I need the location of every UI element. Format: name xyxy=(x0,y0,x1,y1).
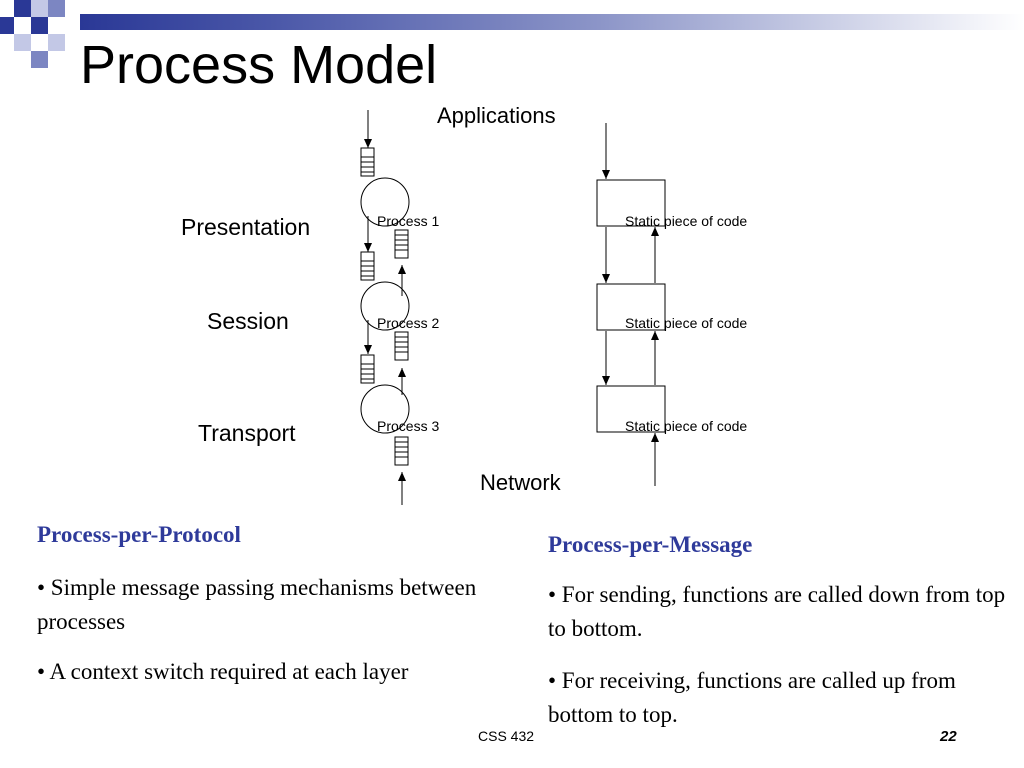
left-bullet: • Simple message passing mechanisms betw… xyxy=(37,575,477,634)
process-label: Process 2 xyxy=(377,315,440,331)
code-box xyxy=(596,179,666,227)
code-label: Static piece of code xyxy=(625,418,748,434)
page-number: 22 xyxy=(940,728,957,745)
code-box xyxy=(596,283,666,331)
process-label: Process 1 xyxy=(377,213,440,229)
queue-icon xyxy=(394,436,409,466)
right-heading: Process-per-Message xyxy=(548,532,753,557)
queue-icon xyxy=(360,147,375,177)
code-box xyxy=(596,385,666,433)
right-bullet: • For receiving, functions are called up… xyxy=(548,668,956,727)
process-circle xyxy=(360,384,410,434)
layer-label-presentation: Presentation xyxy=(181,214,311,240)
footer-course: CSS 432 xyxy=(478,728,535,744)
queue-icon xyxy=(360,354,375,384)
code-label: Static piece of code xyxy=(625,315,748,331)
left-heading: Process-per-Protocol xyxy=(37,522,241,547)
corner-square xyxy=(48,34,65,51)
corner-square xyxy=(14,34,31,51)
queue-icon xyxy=(394,229,409,259)
code-label: Static piece of code xyxy=(625,213,748,229)
process-circle xyxy=(360,281,410,331)
network-label: Network xyxy=(480,470,561,495)
corner-square xyxy=(31,17,48,34)
applications-label: Applications xyxy=(437,103,556,128)
left-bullet: • A context switch required at each laye… xyxy=(37,659,409,684)
corner-square xyxy=(31,51,48,68)
process-circle xyxy=(360,177,410,227)
title-rule xyxy=(80,14,1024,30)
queue-icon xyxy=(394,331,409,361)
layer-label-transport: Transport xyxy=(198,420,296,446)
corner-square xyxy=(14,0,31,17)
layer-label-session: Session xyxy=(207,308,289,334)
corner-square xyxy=(48,0,65,17)
slide-title: Process Model xyxy=(80,35,438,95)
queue-icon xyxy=(360,251,375,281)
process-label: Process 3 xyxy=(377,418,440,434)
corner-square xyxy=(0,17,14,34)
corner-square xyxy=(31,0,48,17)
right-bullet: • For sending, functions are called down… xyxy=(548,582,1006,641)
